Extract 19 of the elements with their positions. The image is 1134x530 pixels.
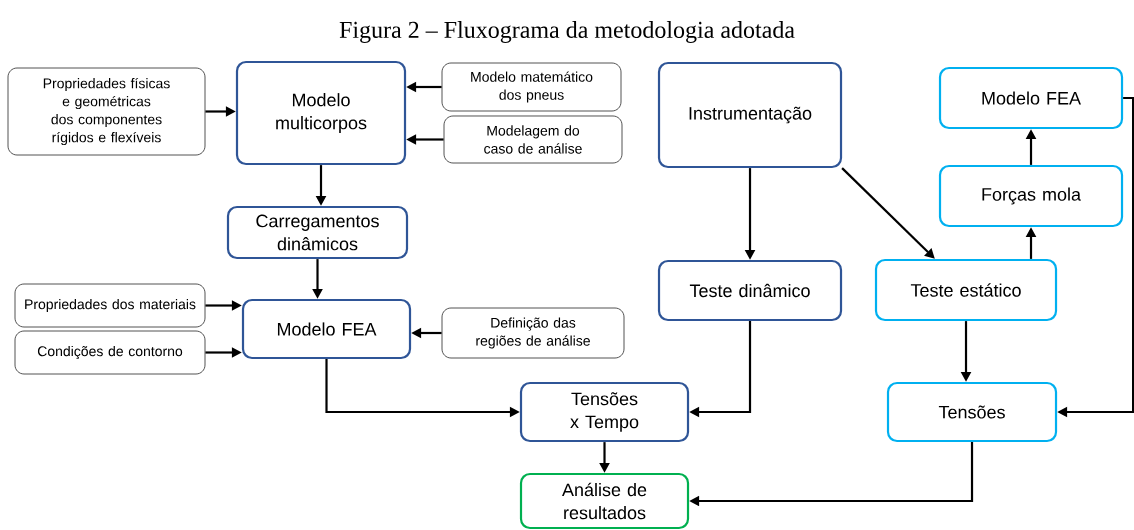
input-box: Propriedades físicas e geométricas dos componentes rígidos e flexíveis: [7, 67, 206, 156]
process-box: Tensões: [886, 381, 1058, 443]
input-box: Condições de contorno: [14, 330, 206, 375]
process-box: Modelo FEA: [938, 66, 1124, 130]
process-box: Modelo FEA: [241, 298, 412, 360]
process-box: Carregamentos dinâmicos: [226, 205, 409, 260]
input-box: Modelo matemático dos pneus: [441, 62, 622, 112]
process-box: Teste estático: [874, 258, 1058, 322]
process-box: Teste dinâmico: [657, 259, 843, 322]
process-box: Forças mola: [938, 164, 1124, 228]
input-box: Definição das regiões de análise: [441, 307, 625, 359]
process-box: Instrumentação: [657, 61, 843, 169]
input-box: Modelagem do caso de análise: [443, 115, 623, 164]
process-box: Modelo multicorpos: [235, 60, 407, 166]
process-box: Tensões x Tempo: [519, 381, 690, 443]
arrow: [841, 167, 935, 259]
process-box: Análise de resultados: [519, 472, 690, 530]
input-box: Propriedades dos materiais: [14, 283, 206, 328]
figure-title: Figura 2 – Fluxograma da metodologia adotada: [339, 21, 795, 43]
